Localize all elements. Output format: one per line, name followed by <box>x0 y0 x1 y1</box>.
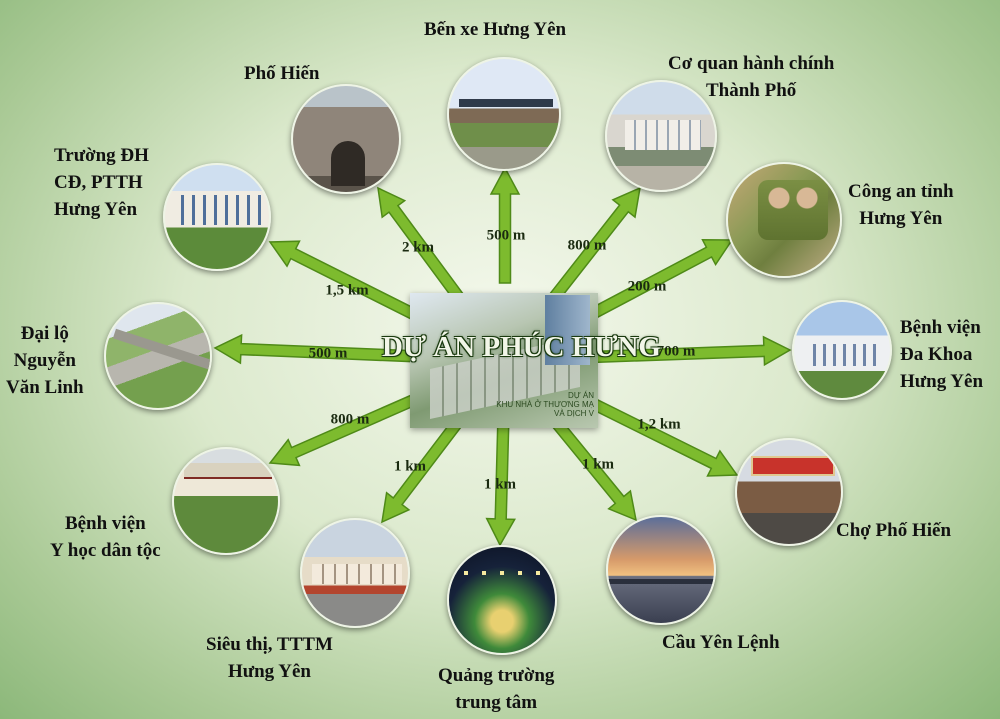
market-gate-sign <box>751 456 835 476</box>
arrow-to-benh-vien-da-khoa <box>570 335 792 367</box>
distance-label-quang-truong: 1 km <box>483 476 517 493</box>
distance-label-benh-vien-da-khoa: 700 m <box>656 343 696 360</box>
bridge-deck <box>608 579 714 584</box>
bus-station-photo <box>447 57 561 171</box>
distance-label-cho-pho-hien: 1,2 km <box>637 416 681 433</box>
label-pho-hien: Phố Hiến <box>244 60 319 87</box>
distance-label-cau-yen-lenh: 1 km <box>581 456 615 473</box>
project-subtitle-line: DỰ ÁN <box>568 391 594 400</box>
label-cau-yen-lenh: Cầu Yên Lệnh <box>662 629 780 656</box>
label-cong-an: Công an tỉnh Hưng Yên <box>848 178 954 232</box>
distance-label-co-quan: 800 m <box>567 237 607 254</box>
label-line: Đa Khoa <box>900 344 973 365</box>
mall-front <box>312 564 402 584</box>
label-line: Thành Phố <box>706 80 797 101</box>
label-line: Nguyễn <box>13 350 76 371</box>
label-line: Công an tỉnh <box>848 181 954 202</box>
label-line: Phố Hiến <box>244 63 320 84</box>
mall-photo <box>300 518 410 628</box>
label-line: Siêu thị, TTTM <box>206 634 333 655</box>
bus-station-roof <box>459 99 553 107</box>
label-quang-truong: Quảng trường trung tâm <box>438 662 554 716</box>
police-photo <box>726 162 842 278</box>
label-line: CĐ, PTTH <box>54 172 143 193</box>
university-photo <box>163 163 271 271</box>
admin-building-photo <box>605 80 717 192</box>
university-windows <box>173 195 265 225</box>
traditional-hospital-photo <box>172 447 280 555</box>
project-subtitle: DỰ ÁN KHU NHÀ Ở THƯƠNG MẠ VÀ DỊCH V <box>496 391 594 418</box>
temple-gate-arch <box>331 141 365 186</box>
project-center-image: DỰ ÁN PHÚC HƯNG DỰ ÁN KHU NHÀ Ở THƯƠNG M… <box>382 293 661 428</box>
label-line: Y học dân tộc <box>50 540 161 561</box>
label-line: Hưng Yên <box>900 371 984 392</box>
label-line: Quảng trường <box>438 665 555 686</box>
arrow-to-dai-lo <box>213 333 441 365</box>
label-ben-xe: Bến xe Hưng Yên <box>424 16 566 43</box>
admin-building-block <box>625 120 701 150</box>
label-line: Cơ quan hành chính <box>668 53 835 74</box>
hospital-windows <box>806 344 882 366</box>
distance-label-cong-an: 200 m <box>627 278 667 295</box>
label-line: Bệnh viện <box>64 513 146 534</box>
distance-label-truong-dh: 1,5 km <box>325 282 369 299</box>
label-line: Trường ĐH <box>54 145 149 166</box>
traditional-hospital-sign <box>184 463 272 479</box>
label-line: Hưng Yên <box>54 199 138 220</box>
label-line: Cầu Yên Lệnh <box>662 632 780 653</box>
boulevard-photo <box>104 302 212 410</box>
temple-gate-photo <box>291 84 401 194</box>
label-co-quan: Cơ quan hành chính Thành Phố <box>668 50 834 104</box>
label-cho-pho-hien: Chợ Phố Hiến <box>836 517 951 544</box>
distance-label-benh-vien-yhdt: 800 m <box>330 411 370 428</box>
label-line: Chợ Phố Hiến <box>836 520 952 541</box>
project-title: DỰ ÁN PHÚC HƯNG <box>382 331 661 363</box>
arrow-to-quang-truong <box>485 425 516 547</box>
label-dai-lo: Đại lộ Nguyễn Văn Linh <box>6 320 84 401</box>
square-lights <box>464 571 544 575</box>
label-line: Đại lộ <box>20 323 69 344</box>
label-sieu-thi: Siêu thị, TTTM Hưng Yên <box>206 631 333 685</box>
label-line: Bến xe Hưng Yên <box>424 19 567 40</box>
label-line: trung tâm <box>455 692 538 713</box>
distance-label-sieu-thi: 1 km <box>393 458 427 475</box>
bridge-sunset-photo <box>606 515 716 625</box>
hospital-photo <box>792 300 892 400</box>
distance-label-ben-xe: 500 m <box>486 227 526 244</box>
square-night-photo <box>447 545 557 655</box>
label-benh-vien-yhdt: Bệnh viện Y học dân tộc <box>50 510 161 564</box>
label-line: Hưng Yên <box>859 208 943 229</box>
distance-label-dai-lo: 500 m <box>308 345 348 362</box>
label-benh-vien-da-khoa: Bệnh viện Đa Khoa Hưng Yên <box>900 314 983 395</box>
distance-label-pho-hien: 2 km <box>401 239 435 256</box>
project-subtitle-line: KHU NHÀ Ở THƯƠNG MẠ <box>496 400 594 409</box>
label-line: Văn Linh <box>6 377 84 398</box>
label-line: Bệnh viện <box>900 317 981 338</box>
boulevard-road <box>112 328 210 370</box>
arrow-to-ben-xe <box>489 166 521 284</box>
project-render-tower <box>545 295 590 365</box>
police-officers <box>758 180 828 240</box>
label-line: Hưng Yên <box>227 661 311 682</box>
project-subtitle-line: VÀ DỊCH V <box>553 409 594 418</box>
arrow-to-co-quan <box>540 186 641 313</box>
label-truong-dh: Trường ĐH CĐ, PTTH Hưng Yên <box>54 142 149 223</box>
market-gate-photo <box>735 438 843 546</box>
